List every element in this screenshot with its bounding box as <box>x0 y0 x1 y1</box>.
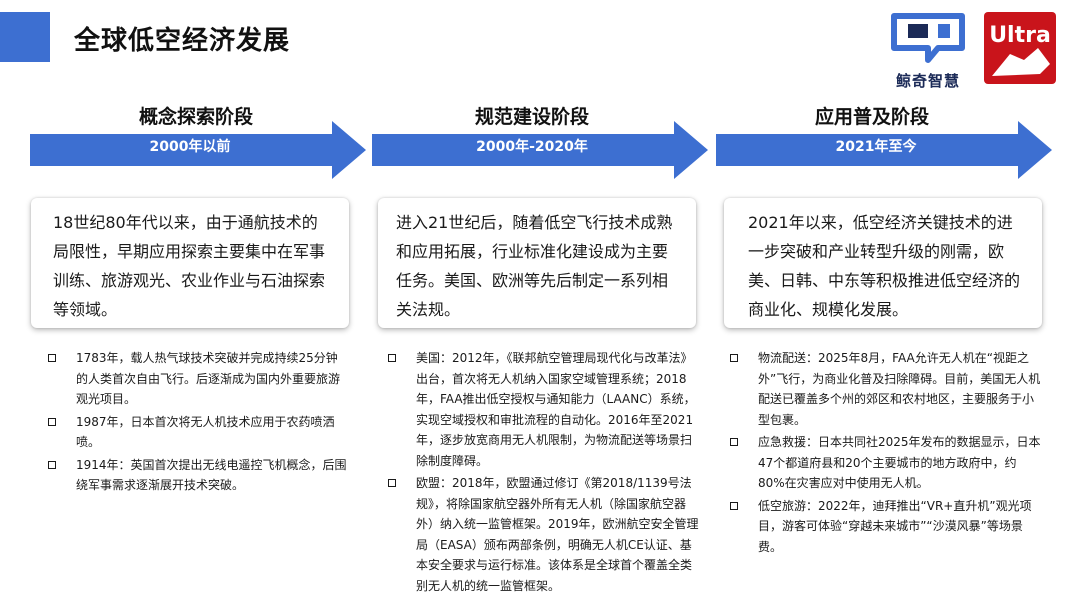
stage-1-title: 概念探索阶段 <box>138 106 253 128</box>
stage-3-arrow-icon <box>716 121 1052 179</box>
square-bullet-icon <box>388 479 396 487</box>
square-bullet-icon <box>48 460 56 469</box>
list-item: 物流配送：2025年8月，FAA允许无人机在“视距之外”飞行，为商业化普及扫除障… <box>730 348 1042 430</box>
list-item: 1914年：英国首次提出无线电遥控飞机概念，后围绕军事需求逐渐展开技术突破。 <box>48 455 348 496</box>
stage-3-title: 应用普及阶段 <box>814 106 929 128</box>
square-bullet-icon <box>48 417 56 426</box>
title-accent-bar <box>0 12 50 62</box>
square-bullet-icon <box>48 354 56 362</box>
list-item: 应急救援：日本共同社2025年发布的数据显示，日本47个都道府县和20个主要城市… <box>730 432 1042 494</box>
list-item: 低空旅游：2022年，迪拜推出“VR+直升机”观光项目，游客可体验“穿越未来城市… <box>730 496 1042 558</box>
brand-logo-jingqi: 鲸奇智慧 <box>888 8 968 90</box>
stage-3-summary: 2021年以来，低空经济关键技术的进一步突破和产业转型升级的刚需，欧美、日韩、中… <box>748 213 1021 319</box>
list-item: 1987年，日本首次将无人机技术应用于农药喷洒喷。 <box>48 412 348 453</box>
list-item: 欧盟：2018年，欧盟通过修订《第2018/1139号法规》，将除国家航空器外所… <box>388 473 700 596</box>
stage-3-summary-card: 2021年以来，低空经济关键技术的进一步突破和产业转型升级的刚需，欧美、日韩、中… <box>724 198 1042 328</box>
page-title: 全球低空经济发展 <box>74 26 291 56</box>
stage-2-period: 2000年-2020年 <box>476 139 588 155</box>
stage-3-period: 2021年至今 <box>835 139 917 155</box>
square-bullet-icon <box>388 354 396 362</box>
square-bullet-icon <box>730 438 738 446</box>
stage-1-period: 2000年以前 <box>149 139 231 155</box>
square-bullet-icon <box>730 501 738 510</box>
stage-2-summary-card: 进入21世纪后，随着低空飞行技术成熟和应用拓展，行业标准化建设成为主要任务。美国… <box>378 198 696 328</box>
stage-2-arrow-icon <box>372 121 708 179</box>
ultra-logo-icon: Ultra <box>984 12 1056 84</box>
stage-1-arrow-icon <box>30 121 366 179</box>
stage-1-summary: 18世纪80年代以来，由于通航技术的局限性，早期应用探索主要集中在军事训练、旅游… <box>53 213 326 319</box>
list-item: 1783年，载人热气球技术突破并完成持续25分钟的人类首次自由飞行。后逐渐成为国… <box>48 348 348 410</box>
list-item: 美国：2012年，《联邦航空管理局现代化与改革法》出台，首次将无人机纳入国家空域… <box>388 348 700 471</box>
brand-name: 鲸奇智慧 <box>895 72 960 90</box>
brand-logo-ultra: Ultra <box>980 10 1060 86</box>
stage-2-bullet-list: 美国：2012年，《联邦航空管理局现代化与改革法》出台，首次将无人机纳入国家空域… <box>388 348 700 598</box>
stage-2-title: 规范建设阶段 <box>474 106 589 128</box>
square-bullet-icon <box>730 354 738 362</box>
stage-1-summary-card: 18世纪80年代以来，由于通航技术的局限性，早期应用探索主要集中在军事训练、旅游… <box>31 198 349 328</box>
whale-logo-icon <box>891 13 965 63</box>
stage-1-bullet-list: 1783年，载人热气球技术突破并完成持续25分钟的人类首次自由飞行。后逐渐成为国… <box>48 348 348 498</box>
stage-3-bullet-list: 物流配送：2025年8月，FAA允许无人机在“视距之外”飞行，为商业化普及扫除障… <box>730 348 1042 559</box>
ultra-logo-text: Ultra <box>989 23 1051 48</box>
stage-2-summary: 进入21世纪后，随着低空飞行技术成熟和应用拓展，行业标准化建设成为主要任务。美国… <box>396 213 673 319</box>
